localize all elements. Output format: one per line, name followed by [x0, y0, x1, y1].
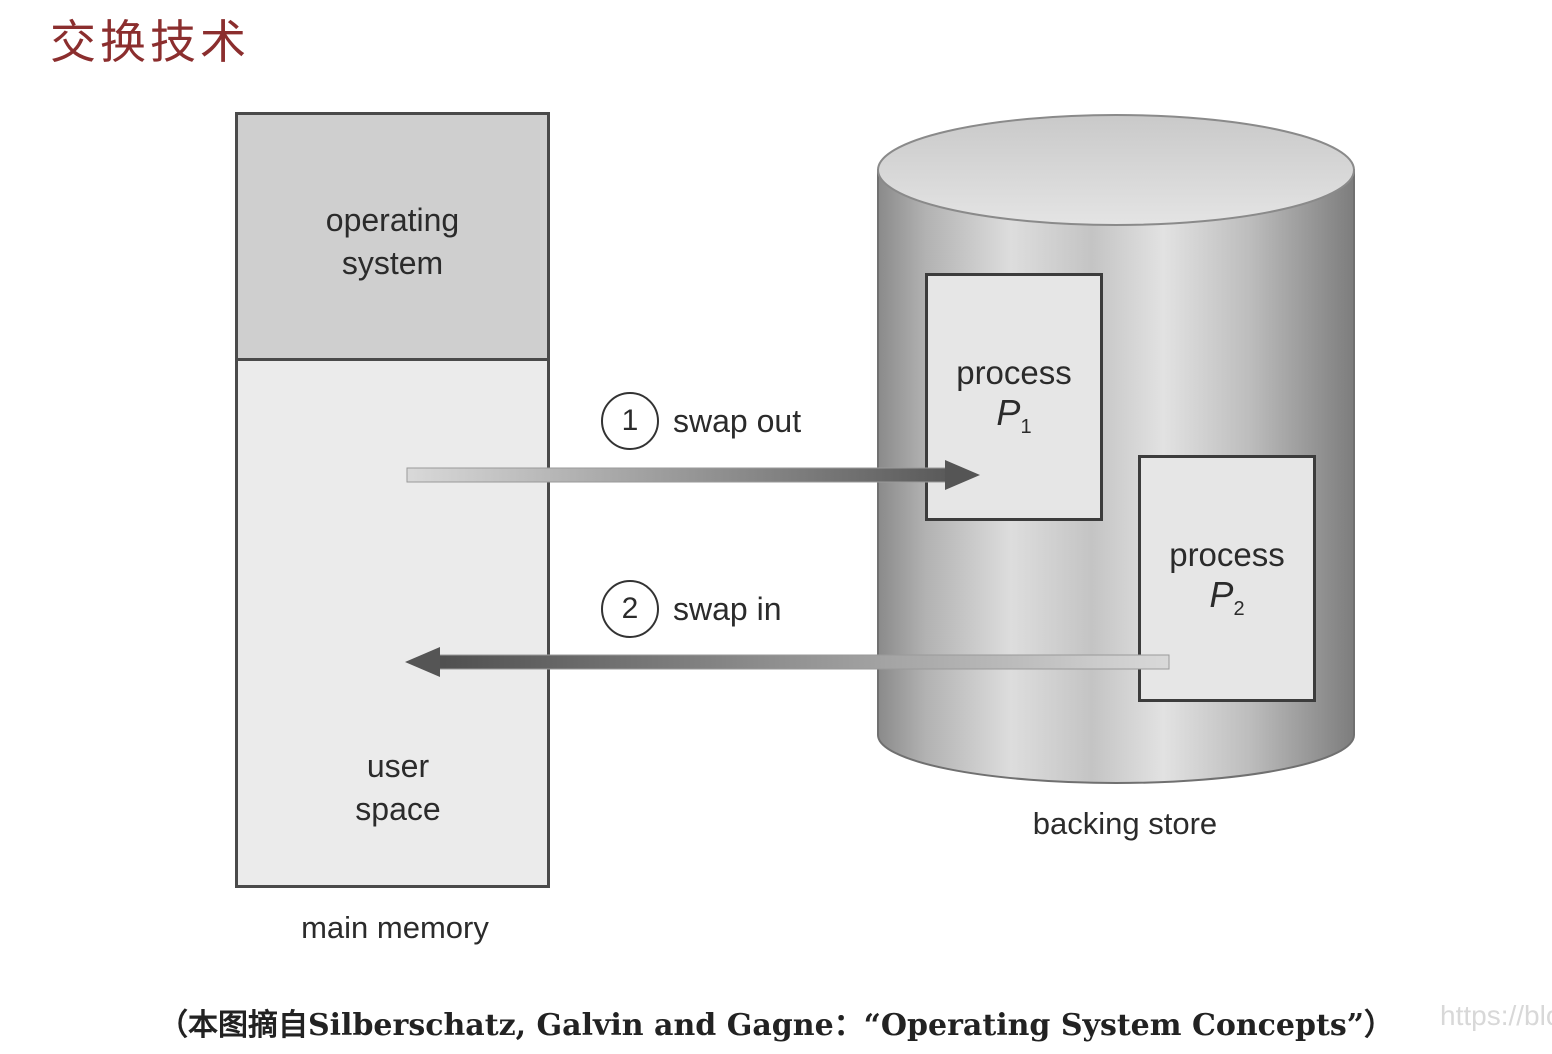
process-p2-name: P2	[1209, 574, 1245, 621]
main-memory-caption: main memory	[301, 910, 489, 945]
page-title: 交换技术	[50, 15, 250, 69]
watermark: https://blo	[1440, 1000, 1552, 1031]
operating-system-label: operating system	[325, 202, 460, 281]
main-memory-block: operating system user space	[235, 112, 550, 888]
operating-system-region: operating system	[238, 115, 547, 361]
process-p1-name: P1	[996, 392, 1032, 439]
step-swap-out: 1 swap out	[601, 392, 801, 450]
step-swap-in: 2 swap in	[601, 580, 782, 638]
swap-out-arrow-shaft	[406, 467, 948, 483]
backing-store-caption: backing store	[1032, 806, 1218, 841]
step-1-number: 1	[601, 392, 659, 450]
step-1-label: swap out	[673, 402, 802, 439]
swap-out-arrow-head	[945, 460, 980, 490]
source-caption: （本图摘自Silberschatz, Galvin and Gagne：“Ope…	[158, 1008, 1394, 1043]
swap-in-arrow-head	[405, 647, 440, 677]
swap-in-arrow-shaft	[437, 654, 1170, 670]
step-2-number: 2	[601, 580, 659, 638]
cylinder-top	[877, 114, 1355, 226]
user-space-label: user space	[355, 748, 441, 827]
step-2-label: swap in	[673, 590, 782, 627]
process-p2-label: process	[1169, 536, 1285, 573]
process-p1-label: process	[956, 354, 1072, 391]
